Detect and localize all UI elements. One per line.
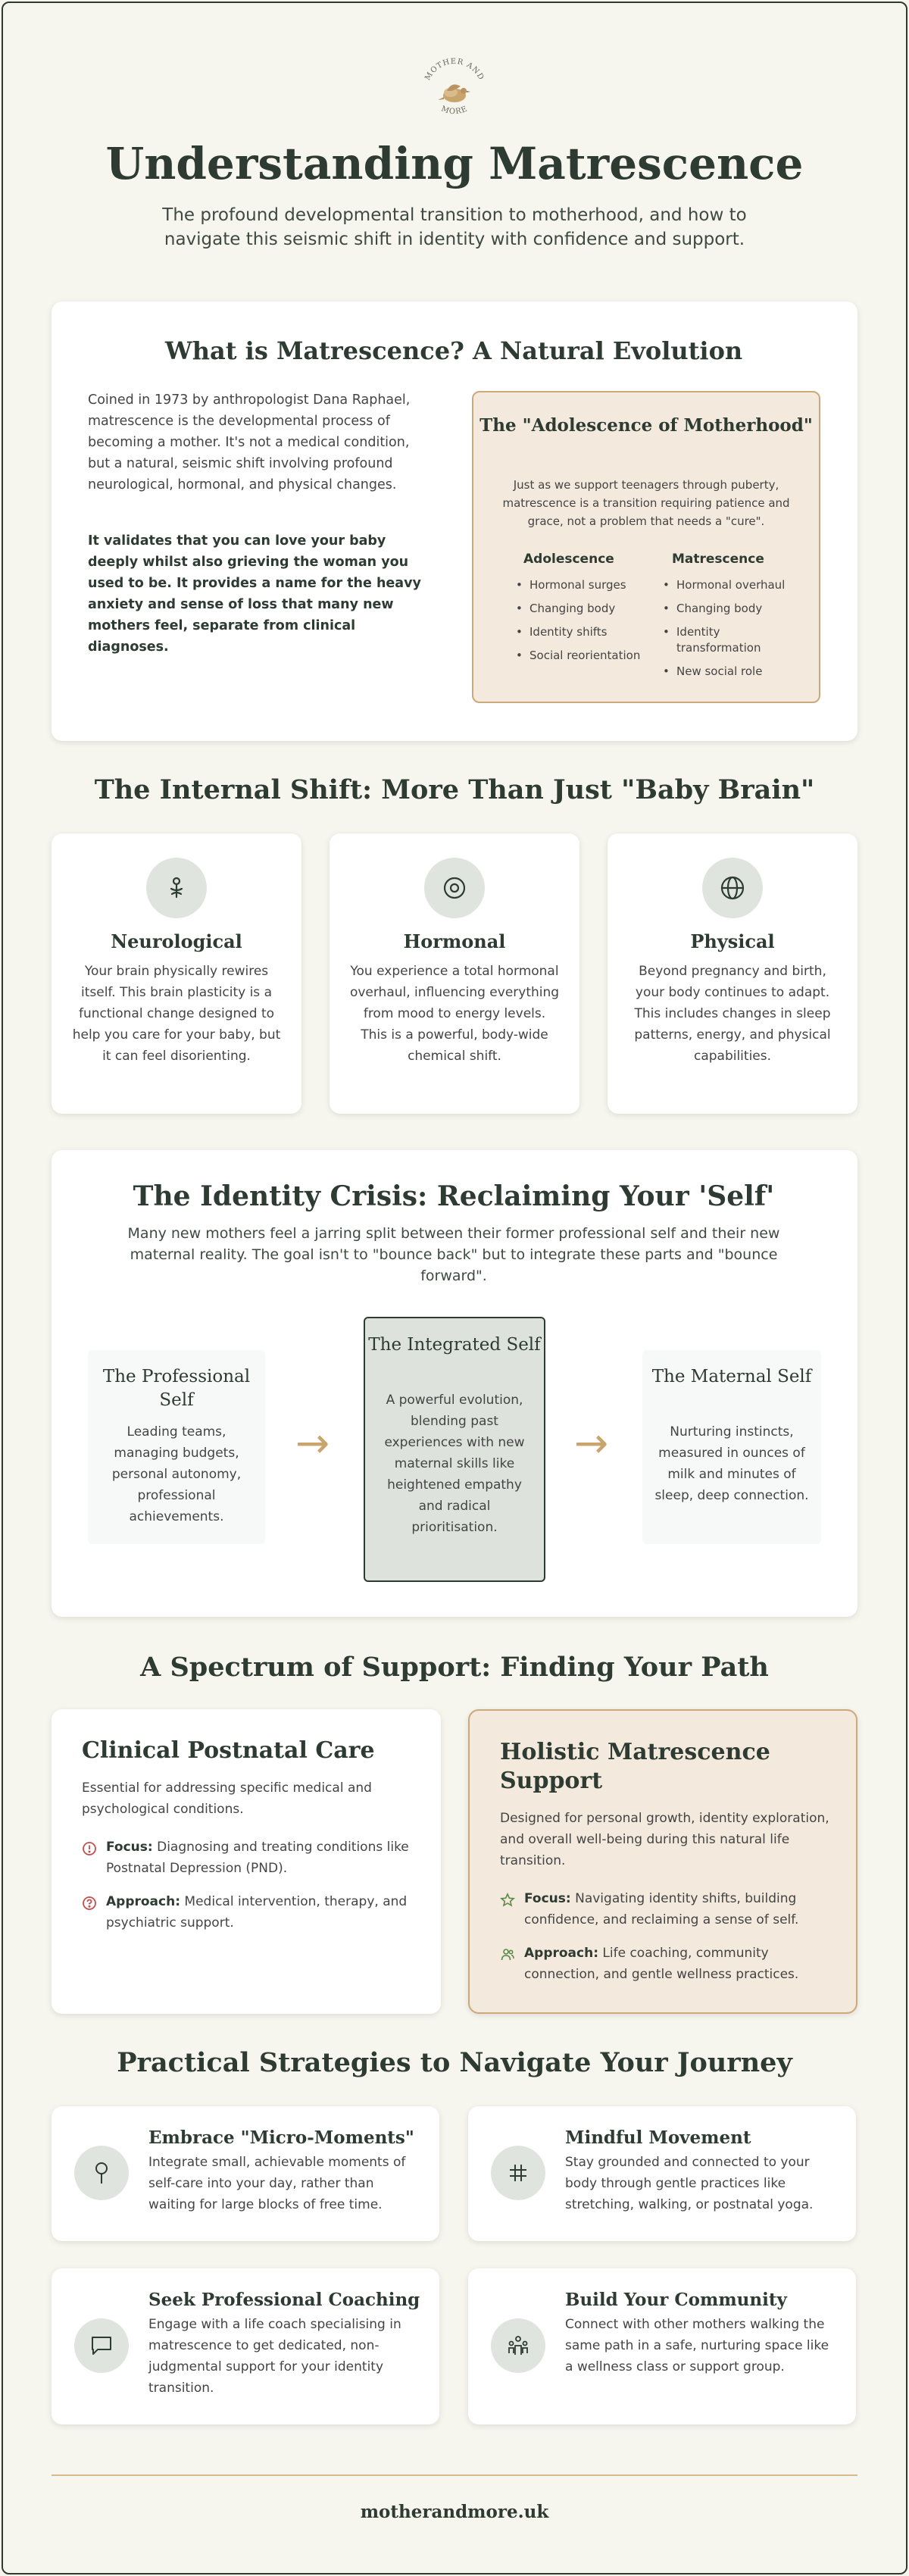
list-item: Identity transformation — [660, 624, 761, 656]
question-icon — [83, 1896, 96, 1910]
clinical-focus-label: Focus: — [106, 1840, 153, 1855]
professional-self-box: The Professional Self Leading teams, man… — [88, 1350, 265, 1544]
brand-logo: MOTHER AND MORE — [417, 47, 492, 130]
strategy-card-coaching: Seek Professional Coaching Engage with a… — [52, 2268, 439, 2424]
globe-icon — [702, 858, 763, 918]
grid-icon — [491, 2146, 545, 2200]
clinical-approach-text: Medical intervention, therapy, and psych… — [106, 1894, 408, 1930]
strategy-title: Seek Professional Coaching — [148, 2290, 420, 2310]
logo-text-top: MOTHER AND — [423, 58, 485, 82]
clinical-approach: Approach: Medical intervention, therapy,… — [82, 1891, 415, 1937]
integrated-self-box: The Integrated Self A powerful evolution… — [364, 1317, 545, 1582]
neurological-text: Your brain physically rewires itself. Th… — [72, 964, 281, 1064]
strategy-text: Stay grounded and connected to your body… — [565, 2155, 814, 2212]
list-item: Hormonal surges — [513, 577, 649, 593]
holistic-focus-label: Focus: — [524, 1891, 571, 1906]
clinical-approach-label: Approach: — [106, 1894, 181, 1909]
clinical-focus-text: Diagnosing and treating conditions like … — [106, 1840, 409, 1876]
internal-shift-title: The Internal Shift: More Than Just "Baby… — [94, 774, 815, 805]
target-icon — [424, 858, 485, 918]
chat-icon — [74, 2318, 129, 2373]
holistic-text: Designed for personal growth, identity e… — [500, 1811, 829, 1868]
identity-crisis-card: The Identity Crisis: Reclaiming Your 'Se… — [52, 1150, 857, 1617]
page-title: Understanding Matrescence — [105, 138, 804, 189]
what-is-title: What is Matrescence? A Natural Evolution — [164, 336, 743, 365]
strategy-card-community: Build Your Community Connect with other … — [468, 2268, 856, 2424]
strategies-title: Practical Strategies to Navigate Your Jo… — [117, 2047, 792, 2078]
page-subtitle: The profound developmental transition to… — [162, 205, 747, 249]
community-icon — [491, 2318, 545, 2373]
strategy-title: Embrace "Micro-Moments" — [148, 2127, 414, 2148]
internal-shift-cards: Neurological Your brain physically rewir… — [52, 833, 857, 1114]
physical-title: Physical — [690, 930, 775, 952]
box-title: The "Adolescence of Motherhood" — [479, 415, 813, 436]
brain-icon — [146, 858, 207, 918]
strategy-card-micro-moments: Embrace "Micro-Moments" Integrate small,… — [52, 2106, 439, 2241]
what-is-matrescence-card: What is Matrescence? A Natural Evolution… — [52, 302, 857, 741]
pin-icon — [74, 2146, 129, 2200]
adolescence-of-motherhood-box: The "Adolescence of Motherhood" Just as … — [472, 391, 820, 703]
arrow-right-icon: → — [295, 1419, 330, 1467]
list-item: Social reorientation — [513, 648, 649, 664]
clinical-focus: Focus: Diagnosing and treating condition… — [82, 1837, 415, 1882]
logo-text-bottom: MORE — [440, 105, 468, 116]
list-item: Changing body — [660, 601, 811, 617]
list-item: Identity shifts — [513, 624, 649, 640]
footer-divider — [52, 2474, 857, 2476]
alert-icon — [83, 1842, 96, 1855]
identity-title: The Identity Crisis: Reclaiming Your 'Se… — [133, 1180, 775, 1212]
holistic-approach: Approach: Life coaching, community conne… — [500, 1943, 833, 1988]
hormonal-title: Hormonal — [403, 930, 506, 952]
strategy-title: Mindful Movement — [565, 2127, 751, 2148]
footer-website-link[interactable]: motherandmore.uk — [360, 2502, 549, 2522]
star-icon — [500, 1893, 515, 1907]
adolescence-column-heading: Adolescence — [523, 552, 614, 567]
identity-intro: Many new mothers feel a jarring split be… — [127, 1225, 780, 1284]
strategy-text: Connect with other mothers walking the s… — [565, 2317, 829, 2374]
svg-text:MOTHER AND: MOTHER AND — [423, 58, 486, 82]
professional-self-text: Leading teams, managing budgets, persona… — [111, 1424, 242, 1524]
hormonal-text: You experience a total hormonal overhaul… — [349, 964, 560, 1064]
maternal-self-text: Nurturing instincts, measured in ounces … — [654, 1424, 809, 1503]
neurological-title: Neurological — [111, 930, 242, 952]
users-icon — [501, 1949, 514, 1961]
matrescence-list: Hormonal overhaul Changing body Identity… — [660, 577, 811, 687]
physical-card: Physical Beyond pregnancy and birth, you… — [608, 833, 857, 1114]
strategy-title: Build Your Community — [565, 2290, 787, 2310]
professional-self-title: The Professional Self — [102, 1367, 251, 1410]
what-is-paragraph-2: It validates that you can love your baby… — [88, 533, 421, 655]
adolescence-list: Hormonal surges Changing body Identity s… — [513, 577, 649, 671]
clinical-care-card: Clinical Postnatal Care Essential for ad… — [52, 1709, 441, 2014]
integrated-self-title: The Integrated Self — [368, 1335, 541, 1355]
what-is-paragraph-1: Coined in 1973 by anthropologist Dana Ra… — [88, 392, 411, 492]
svg-text:MORE: MORE — [440, 105, 469, 116]
holistic-focus-text: Navigating identity shifts, building con… — [524, 1891, 799, 1927]
list-item: New social role — [660, 664, 811, 680]
hormonal-card: Hormonal You experience a total hormonal… — [330, 833, 579, 1114]
strategy-text: Engage with a life coach specialising in… — [148, 2317, 401, 2396]
clinical-text: Essential for addressing specific medica… — [82, 1780, 372, 1817]
list-item: Hormonal overhaul — [660, 577, 811, 593]
matrescence-column-heading: Matrescence — [672, 552, 764, 567]
maternal-self-box: The Maternal Self Nurturing instincts, m… — [642, 1350, 821, 1544]
holistic-title: Holistic Matrescence Support — [500, 1739, 770, 1794]
holistic-focus: Focus: Navigating identity shifts, build… — [500, 1888, 833, 1934]
bird-logo-icon: MOTHER AND MORE — [423, 58, 486, 116]
holistic-approach-label: Approach: — [524, 1946, 599, 1961]
box-description: Just as we support teenagers through pub… — [502, 478, 790, 528]
clinical-title: Clinical Postnatal Care — [82, 1737, 375, 1764]
maternal-self-title: The Maternal Self — [651, 1367, 812, 1386]
arrow-right-icon: → — [574, 1419, 609, 1467]
neurological-card: Neurological Your brain physically rewir… — [52, 833, 301, 1114]
support-title: A Spectrum of Support: Finding Your Path — [140, 1652, 769, 1683]
integrated-self-text: A powerful evolution, blending past expe… — [384, 1393, 525, 1535]
holistic-support-card: Holistic Matrescence Support Designed fo… — [468, 1709, 857, 2014]
strategy-text: Integrate small, achievable moments of s… — [148, 2155, 406, 2212]
list-item: Changing body — [513, 601, 649, 617]
holistic-approach-text: Life coaching, community connection, and… — [524, 1946, 799, 1982]
physical-text: Beyond pregnancy and birth, your body co… — [634, 964, 831, 1064]
strategy-card-mindful-movement: Mindful Movement Stay grounded and conne… — [468, 2106, 856, 2241]
